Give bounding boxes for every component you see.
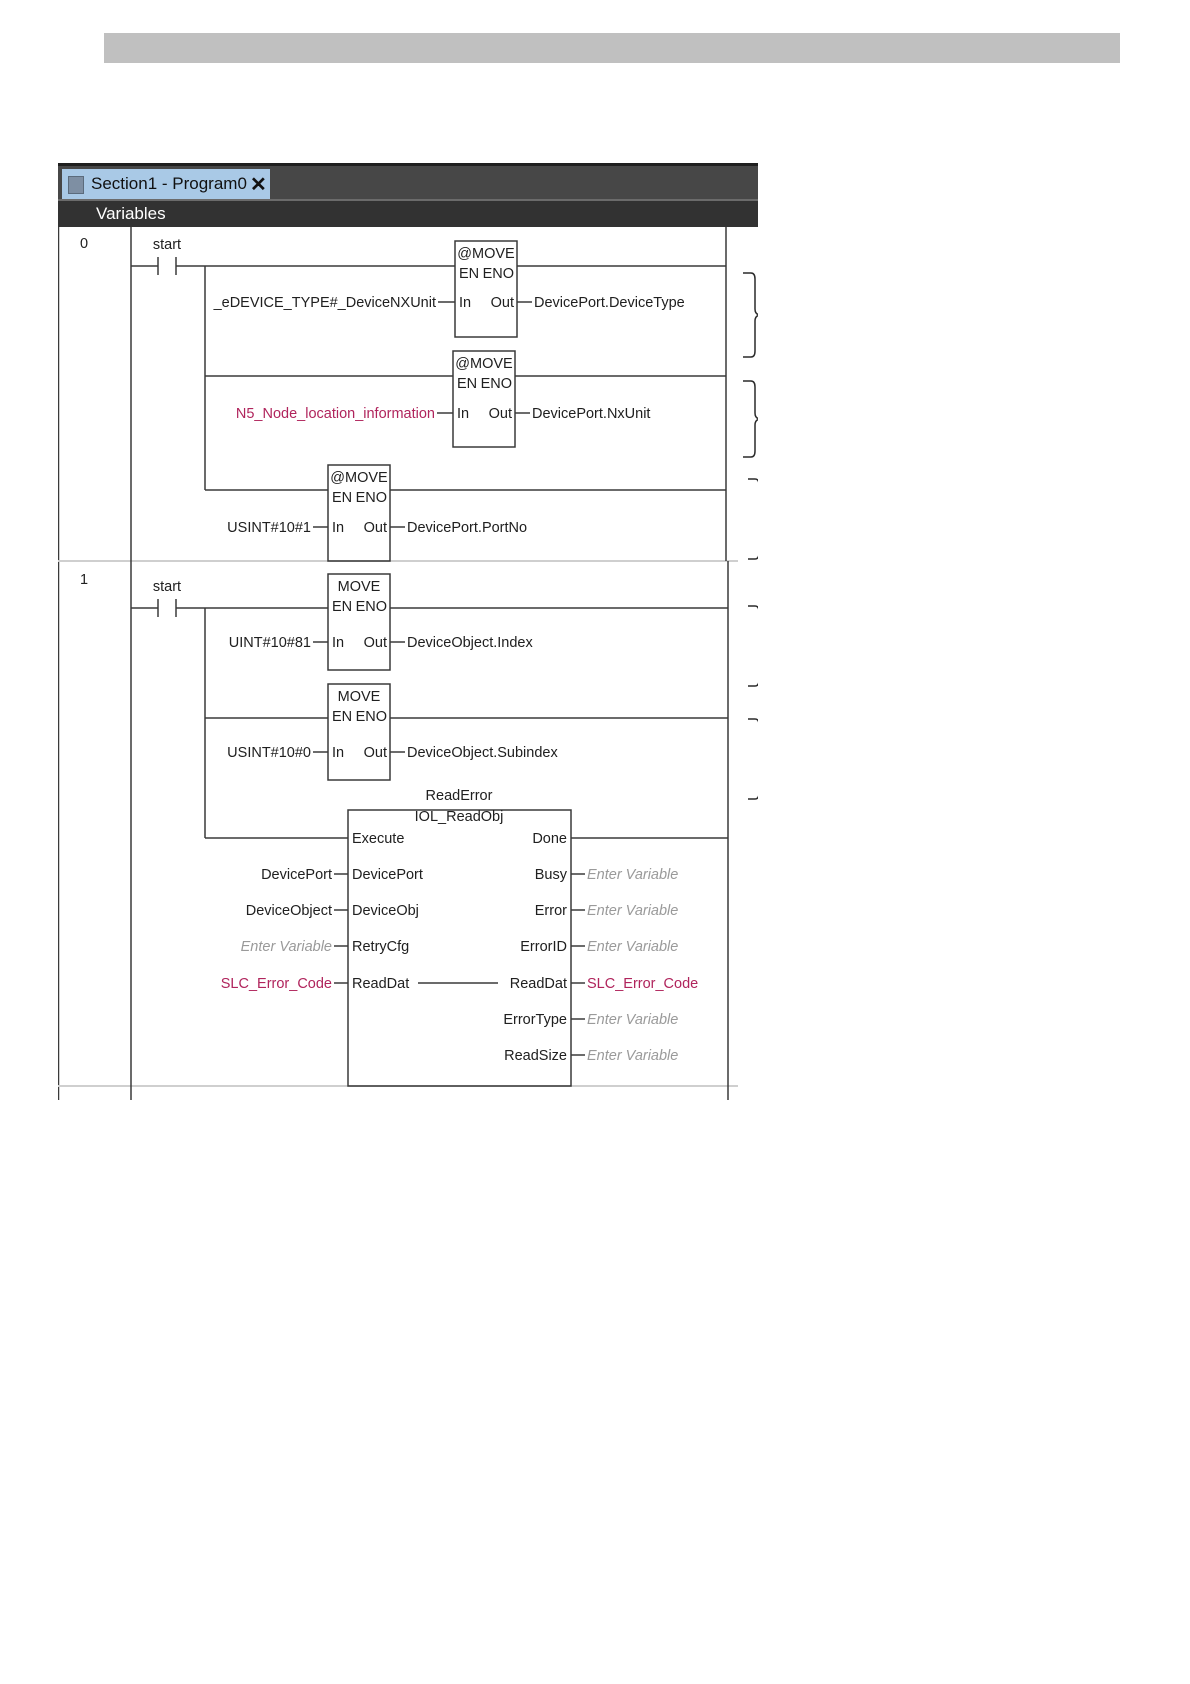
bracket xyxy=(748,718,758,800)
pin-en: EN xyxy=(457,376,477,392)
fb-out-port: Error xyxy=(535,903,567,919)
fb-type: IOL_ReadObj xyxy=(415,809,504,825)
rung-number: 1 xyxy=(80,572,88,588)
fb-out-port: ErrorID xyxy=(520,939,567,955)
fb-title: @MOVE xyxy=(457,246,515,262)
fb-in-port: RetryCfg xyxy=(352,939,409,955)
pin-out: Out xyxy=(491,295,514,311)
bracket xyxy=(743,272,758,358)
pin-execute: Execute xyxy=(352,831,404,847)
output-variable[interactable]: DevicePort.DeviceType xyxy=(534,295,685,311)
move-block[interactable] xyxy=(454,240,518,338)
fb-title: @MOVE xyxy=(330,470,388,486)
fb-input-variable[interactable]: DeviceObject xyxy=(246,903,332,919)
pin-in: In xyxy=(332,635,344,651)
move-block[interactable] xyxy=(452,350,516,448)
pin-eno: ENO xyxy=(356,490,387,506)
pin-out: Out xyxy=(489,406,512,422)
pin-eno: ENO xyxy=(356,709,387,725)
close-icon[interactable]: ✕ xyxy=(250,174,267,196)
pin-out: Out xyxy=(364,635,387,651)
move-block[interactable] xyxy=(327,464,391,562)
brace-annotations xyxy=(743,272,758,800)
tab-strip: Section1 - Program0 ✕ xyxy=(58,163,758,202)
input-variable[interactable]: USINT#10#0 xyxy=(227,745,311,761)
fb-output-placeholder[interactable]: Enter Variable xyxy=(587,903,678,919)
variables-label: Variables xyxy=(96,204,166,223)
output-variable[interactable]: DeviceObject.Index xyxy=(407,635,533,651)
input-variable[interactable]: N5_Node_location_information xyxy=(236,406,435,422)
fb-output-placeholder[interactable]: Enter Variable xyxy=(587,1012,678,1028)
move-block[interactable] xyxy=(327,573,391,671)
fb-output-placeholder[interactable]: Enter Variable xyxy=(587,867,678,883)
pin-out: Out xyxy=(364,520,387,536)
pin-en: EN xyxy=(332,599,352,615)
fb-title: MOVE xyxy=(338,579,381,595)
pin-in: In xyxy=(459,295,471,311)
pin-eno: ENO xyxy=(483,266,514,282)
bracket xyxy=(748,605,758,687)
fb-input-placeholder[interactable]: Enter Variable xyxy=(241,939,332,955)
pin-eno: ENO xyxy=(356,599,387,615)
fb-output-variable[interactable]: SLC_Error_Code xyxy=(587,976,698,992)
fb-input-variable[interactable]: SLC_Error_Code xyxy=(221,976,332,992)
fb-title: MOVE xyxy=(338,689,381,705)
rung-number: 0 xyxy=(80,236,88,252)
fb-out-port: ReadSize xyxy=(504,1048,567,1064)
fb-output-placeholder[interactable]: Enter Variable xyxy=(587,939,678,955)
document-icon xyxy=(68,176,84,194)
fb-in-port: DeviceObj xyxy=(352,903,419,919)
output-variable[interactable]: DeviceObject.Subindex xyxy=(407,745,558,761)
variables-bar[interactable]: Variables xyxy=(58,199,758,227)
pin-en: EN xyxy=(459,266,479,282)
fb-instance-name[interactable]: ReadError xyxy=(426,788,493,804)
pin-en: EN xyxy=(332,490,352,506)
output-variable[interactable]: DevicePort.NxUnit xyxy=(532,406,650,422)
bracket xyxy=(748,478,758,560)
fb-in-port: DevicePort xyxy=(352,867,423,883)
function-block[interactable] xyxy=(347,809,572,1087)
fb-title: @MOVE xyxy=(455,356,513,372)
output-variable[interactable]: DevicePort.PortNo xyxy=(407,520,527,536)
tab-section1-program0[interactable]: Section1 - Program0 ✕ xyxy=(62,169,270,202)
input-variable[interactable]: _eDEVICE_TYPE#_DeviceNXUnit xyxy=(213,295,436,311)
contact-label: start xyxy=(153,579,181,595)
pin-en: EN xyxy=(332,709,352,725)
input-variable[interactable]: USINT#10#1 xyxy=(227,520,311,536)
pin-in: In xyxy=(332,520,344,536)
pin-in: In xyxy=(332,745,344,761)
header-band xyxy=(104,33,1120,63)
input-variable[interactable]: UINT#10#81 xyxy=(229,635,311,651)
pin-done: Done xyxy=(532,831,567,847)
ladder-editor-panel: Section1 - Program0 ✕ Variables xyxy=(58,163,758,1100)
ladder-diagram: 0 start @MOVE EN ENO In Out _eDEVICE_TYP… xyxy=(58,227,758,1100)
bracket xyxy=(743,380,758,458)
pin-eno: ENO xyxy=(481,376,512,392)
contact-label: start xyxy=(153,237,181,253)
fb-out-port: ErrorType xyxy=(503,1012,567,1028)
fb-input-variable[interactable]: DevicePort xyxy=(261,867,332,883)
pin-in: In xyxy=(457,406,469,422)
fb-out-port: ReadDat xyxy=(510,976,567,992)
fb-output-placeholder[interactable]: Enter Variable xyxy=(587,1048,678,1064)
fb-out-port: Busy xyxy=(535,867,568,883)
pin-out: Out xyxy=(364,745,387,761)
tab-title: Section1 - Program0 xyxy=(91,174,247,193)
fb-in-port: ReadDat xyxy=(352,976,409,992)
move-block[interactable] xyxy=(327,683,391,781)
